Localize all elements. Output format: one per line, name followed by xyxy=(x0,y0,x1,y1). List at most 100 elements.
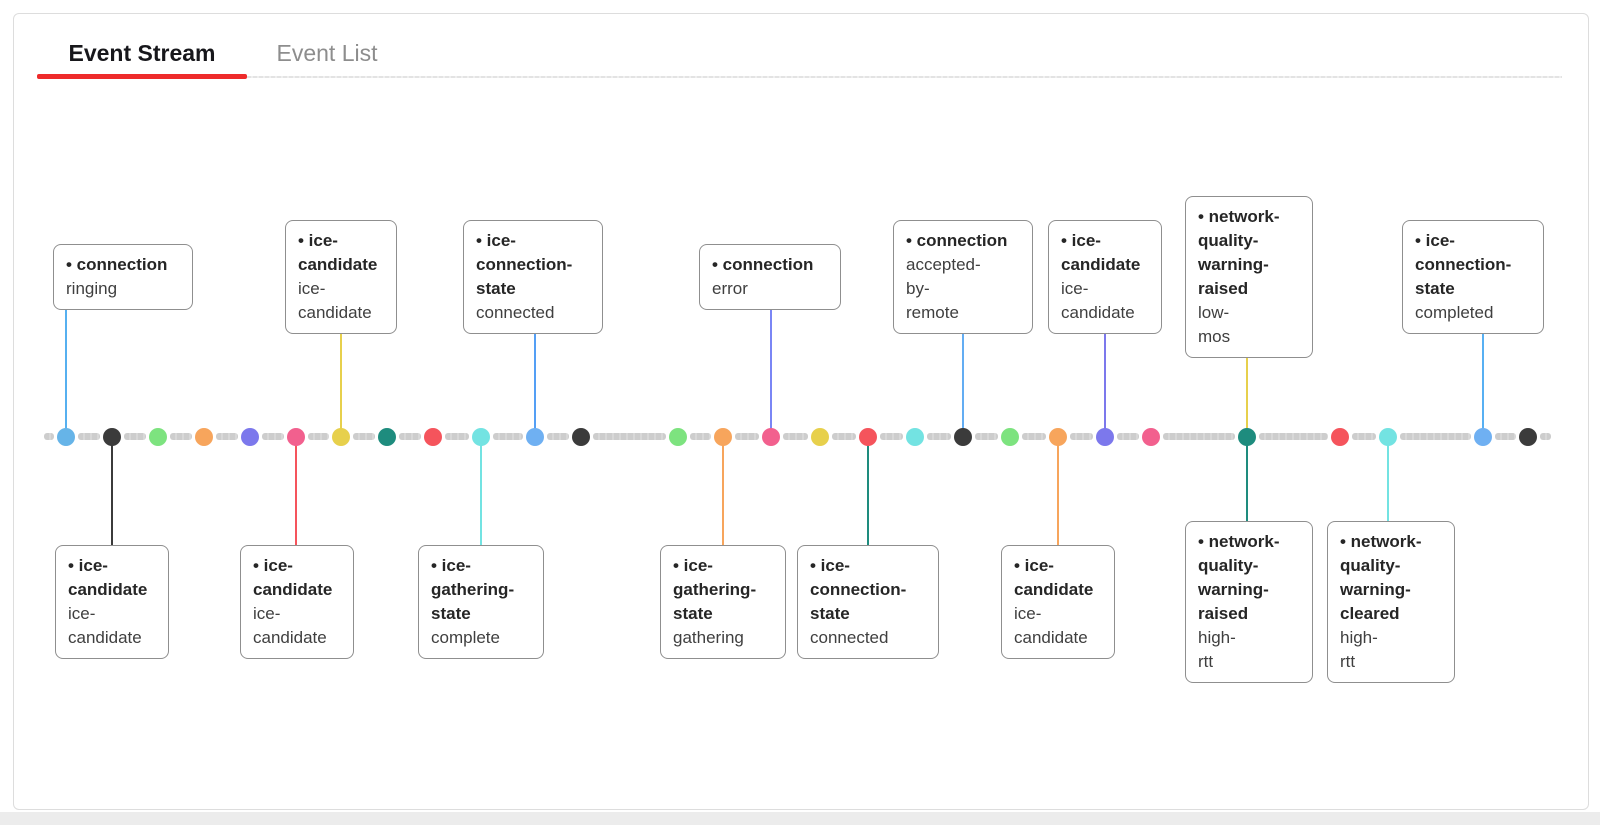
timeline-track-segment xyxy=(353,433,375,440)
timeline-event-dot[interactable] xyxy=(1001,428,1019,446)
timeline-event-dot[interactable] xyxy=(859,428,877,446)
event-connector-line xyxy=(1246,437,1248,604)
event-connector-line xyxy=(65,277,67,437)
timeline-event-dot[interactable] xyxy=(195,428,213,446)
event-detail: complete xyxy=(431,628,500,647)
timeline-event-dot[interactable] xyxy=(103,428,121,446)
event-detail: gathering xyxy=(673,628,744,647)
timeline-track-segment xyxy=(170,433,192,440)
event-title: • ice- connection- state xyxy=(476,231,573,298)
event-detail: low- mos xyxy=(1198,303,1231,346)
timeline-event-dot[interactable] xyxy=(669,428,687,446)
timeline-event-dot[interactable] xyxy=(1331,428,1349,446)
event-title: • ice- gathering- state xyxy=(431,556,515,623)
timeline-track-segment xyxy=(1495,433,1516,440)
timeline-event-dot[interactable] xyxy=(1142,428,1160,446)
event-callout: • connection ringing xyxy=(53,244,193,310)
event-connector-line xyxy=(722,437,724,604)
event-title: • ice- candidate xyxy=(1061,231,1141,274)
timeline-event-dot[interactable] xyxy=(332,428,350,446)
timeline-event-dot[interactable] xyxy=(149,428,167,446)
timeline-event-dot[interactable] xyxy=(424,428,442,446)
event-detail: connected xyxy=(476,303,555,322)
event-callout: • ice- gathering- state complete xyxy=(418,545,544,659)
event-title: • ice- candidate xyxy=(1014,556,1094,599)
tab-event-list[interactable]: Event List xyxy=(247,40,407,67)
tab-event-list-label: Event List xyxy=(276,40,378,66)
timeline-event-dot[interactable] xyxy=(241,428,259,446)
event-callout: • ice- gathering- state gathering xyxy=(660,545,786,659)
event-detail: accepted- by- remote xyxy=(906,255,981,322)
timeline-event-dot[interactable] xyxy=(57,428,75,446)
event-callout: • ice- candidate ice- candidate xyxy=(1001,545,1115,659)
event-connector-line xyxy=(867,437,869,604)
timeline-event-dot[interactable] xyxy=(714,428,732,446)
timeline-event-dot[interactable] xyxy=(1474,428,1492,446)
event-detail: ice- candidate xyxy=(298,279,372,322)
event-connector-line xyxy=(1387,437,1389,604)
event-detail: ice- candidate xyxy=(1014,604,1088,647)
event-callout: • ice- connection- state connected xyxy=(463,220,603,334)
timeline-track-segment xyxy=(735,433,759,440)
timeline-event-dot[interactable] xyxy=(287,428,305,446)
timeline-track-segment xyxy=(445,433,469,440)
timeline-event-dot[interactable] xyxy=(1238,428,1256,446)
tab-divider-line xyxy=(247,76,1562,78)
timeline-track-segment xyxy=(1163,433,1235,440)
event-connector-line xyxy=(962,277,964,437)
timeline-event-dot[interactable] xyxy=(1096,428,1114,446)
event-connector-line xyxy=(770,277,772,437)
timeline-track-segment xyxy=(1352,433,1376,440)
timeline-track-segment xyxy=(124,433,146,440)
event-title: • ice- connection- state xyxy=(1415,231,1512,298)
event-detail: ice- candidate xyxy=(253,604,327,647)
event-detail: high- rtt xyxy=(1198,628,1236,671)
event-title: • connection xyxy=(66,255,168,274)
event-title: • network- quality- warning- cleared xyxy=(1340,532,1422,623)
event-title: • connection xyxy=(906,231,1008,250)
timeline-event-dot[interactable] xyxy=(811,428,829,446)
horizontal-scrollbar-track[interactable] xyxy=(0,812,1600,825)
event-detail: ice- candidate xyxy=(1061,279,1135,322)
timeline-track-segment xyxy=(1540,433,1551,440)
timeline-event-dot[interactable] xyxy=(906,428,924,446)
timeline-event-dot[interactable] xyxy=(472,428,490,446)
timeline-track-segment xyxy=(216,433,238,440)
event-connector-line xyxy=(111,437,113,604)
timeline-track-segment xyxy=(1400,433,1471,440)
event-callout: • ice- connection- state completed xyxy=(1402,220,1544,334)
timeline-event-dot[interactable] xyxy=(1519,428,1537,446)
timeline-event-dot[interactable] xyxy=(954,428,972,446)
event-title: • network- quality- warning- raised xyxy=(1198,207,1280,298)
timeline-track-segment xyxy=(1070,433,1093,440)
event-connector-line xyxy=(1057,437,1059,604)
event-connector-line xyxy=(1104,277,1106,437)
timeline-track-segment xyxy=(927,433,951,440)
event-detail: ringing xyxy=(66,279,118,298)
event-title: • connection xyxy=(712,255,814,274)
event-title: • ice- candidate xyxy=(68,556,148,599)
event-callout: • connection accepted- by- remote xyxy=(893,220,1033,334)
timeline-event-dot[interactable] xyxy=(1049,428,1067,446)
timeline-event-dot[interactable] xyxy=(378,428,396,446)
event-detail: completed xyxy=(1415,303,1494,322)
timeline-track-segment xyxy=(975,433,998,440)
timeline-event-dot[interactable] xyxy=(572,428,590,446)
event-title: • ice- connection- state xyxy=(810,556,907,623)
timeline-event-dot[interactable] xyxy=(762,428,780,446)
event-title: • ice- candidate xyxy=(298,231,378,274)
tab-event-stream[interactable]: Event Stream xyxy=(37,40,247,67)
timeline-track-segment xyxy=(493,433,523,440)
timeline-event-dot[interactable] xyxy=(1379,428,1397,446)
event-connector-line xyxy=(295,437,297,604)
event-connector-line xyxy=(480,437,482,604)
timeline-event-dot[interactable] xyxy=(526,428,544,446)
event-title: • ice- gathering- state xyxy=(673,556,757,623)
timeline-track-segment xyxy=(690,433,711,440)
